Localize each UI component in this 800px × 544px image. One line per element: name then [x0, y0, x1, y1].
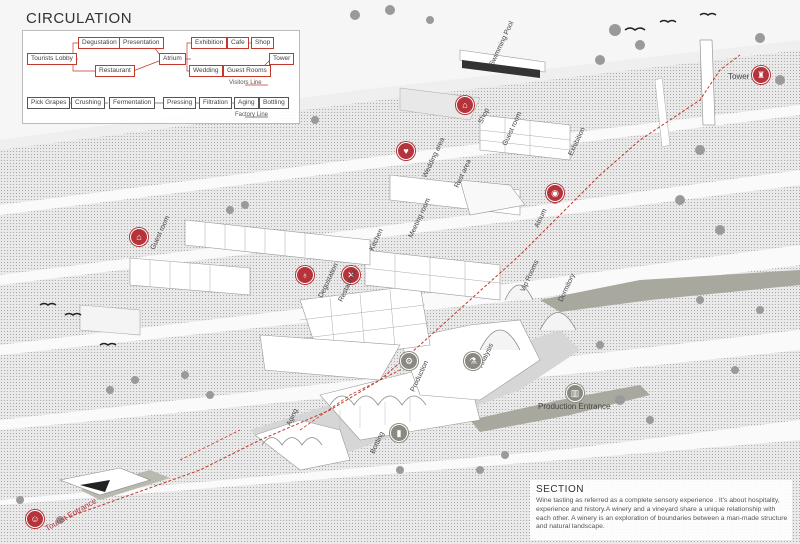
node-degustation: Degustation: [78, 37, 121, 49]
node-pick-grapes: Pick Grapes: [27, 97, 71, 109]
restaurant-icon: ✕: [342, 266, 360, 284]
node-pressing: Pressing: [163, 97, 197, 109]
node-exhibition: Exhibition: [191, 37, 228, 49]
node-bottling: Bottling: [259, 97, 289, 109]
bottling-icon: ▮: [390, 424, 408, 442]
atrium-icon: ◉: [546, 184, 564, 202]
tourist-entrance-icon: ☺: [26, 510, 44, 528]
node-filtration: Filtration: [199, 97, 232, 109]
section-body: Wine tasting as referred as a complete s…: [536, 497, 788, 531]
degustation-icon: ♁: [296, 266, 314, 284]
node-tower: Tower: [269, 53, 295, 65]
tower-icon: ♜: [752, 66, 770, 84]
guest-room-icon: ⌂: [130, 228, 148, 246]
birds: [39, 12, 717, 346]
label-tower: Tower: [728, 72, 750, 81]
production-entrance-icon: ▥: [566, 384, 584, 402]
node-fermentation: Fermentation: [109, 97, 156, 109]
factory-line-legend: Factory Line: [235, 112, 269, 118]
shop-icon: ⌂: [456, 96, 474, 114]
circulation-panel: Tourists Lobby Degustation Presentation …: [22, 30, 300, 124]
production-icon: ⚙: [400, 352, 418, 370]
node-shop: Shop: [251, 37, 275, 49]
node-aging: Aging: [234, 97, 259, 109]
node-tourists-lobby: Tourists Lobby: [27, 53, 77, 65]
node-guest-rooms: Guest Rooms: [223, 65, 271, 77]
wedding-icon: ♥: [397, 142, 415, 160]
circulation-title: CIRCULATION: [26, 10, 133, 27]
node-presentation: Presentation: [119, 37, 164, 49]
label-production-entrance: Production Entrance: [538, 402, 611, 411]
node-cafe: Cafe: [227, 37, 249, 49]
node-crushing: Crushing: [71, 97, 106, 109]
analysis-icon: ⚗: [464, 352, 482, 370]
section-description: SECTION Wine tasting as referred as a co…: [530, 480, 792, 540]
visitors-line-legend: Visitors Line: [229, 80, 262, 86]
section-title: SECTION: [536, 484, 584, 495]
node-atrium: Atrium: [159, 53, 186, 65]
node-wedding: Wedding: [189, 65, 223, 77]
node-restaurant: Restaurant: [95, 65, 135, 77]
